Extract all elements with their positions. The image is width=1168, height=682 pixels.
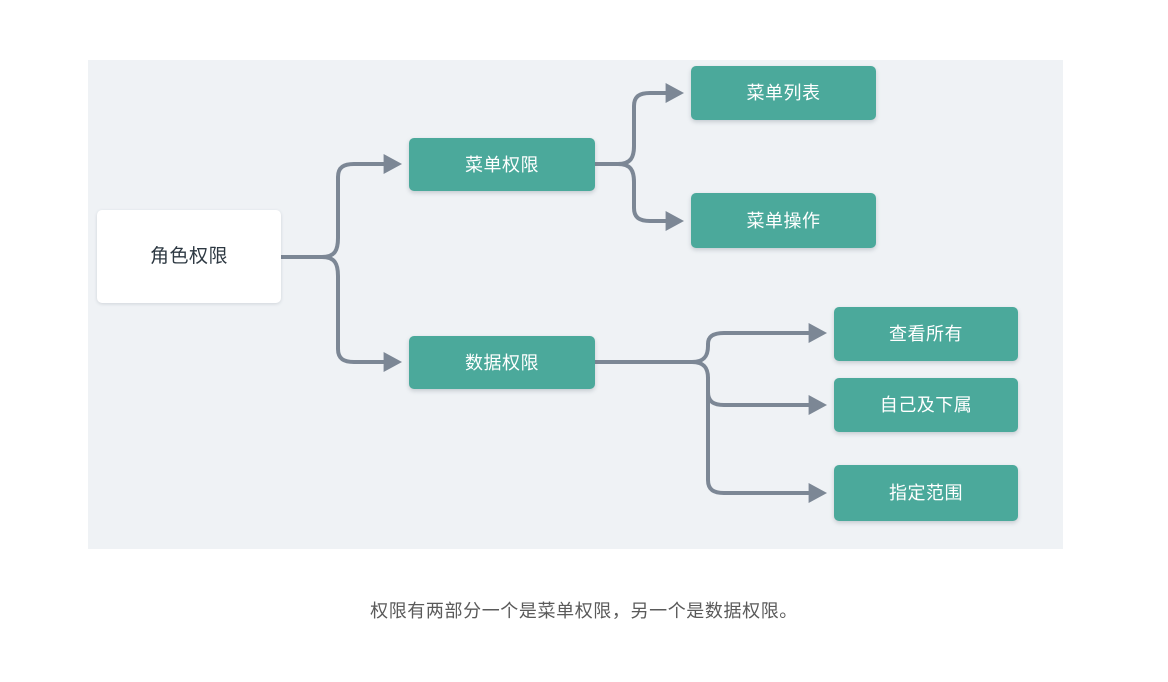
node-label: 菜单权限 bbox=[465, 154, 539, 175]
node-label: 自己及下属 bbox=[879, 395, 973, 415]
node-label: 指定范围 bbox=[889, 483, 963, 503]
edge-menu-permission-to-menu-operation bbox=[616, 162, 684, 231]
node-label: 菜单操作 bbox=[746, 210, 821, 231]
node-menu-operation[interactable]: 菜单操作 bbox=[691, 193, 876, 248]
figure-caption: 权限有两部分一个是菜单权限，另一个是数据权限。 bbox=[370, 601, 798, 621]
node-specified-scope[interactable]: 指定范围 bbox=[834, 465, 1018, 521]
diagram-connectors bbox=[279, 83, 827, 503]
edge-root-to-data-permission bbox=[320, 255, 402, 372]
node-data-permission[interactable]: 数据权限 bbox=[409, 336, 595, 389]
node-menu-permission[interactable]: 菜单权限 bbox=[409, 138, 595, 191]
node-label: 数据权限 bbox=[465, 352, 539, 373]
edge-menu-permission-to-menu-list bbox=[616, 83, 684, 166]
edge-data-permission-to-view-all bbox=[690, 323, 827, 364]
node-view-all[interactable]: 查看所有 bbox=[834, 307, 1018, 361]
node-self-and-subordinates[interactable]: 自己及下属 bbox=[834, 378, 1018, 432]
node-menu-list[interactable]: 菜单列表 bbox=[691, 66, 876, 120]
node-label: 查看所有 bbox=[889, 324, 963, 344]
node-role-permission[interactable]: 角色权限 bbox=[97, 210, 281, 303]
edge-data-permission-to-specified-scope bbox=[706, 376, 827, 503]
edge-data-permission-to-self-and-subordinates bbox=[690, 360, 827, 415]
node-label: 菜单列表 bbox=[746, 83, 821, 103]
node-label: 角色权限 bbox=[149, 246, 228, 267]
edge-root-to-menu-permission bbox=[320, 154, 402, 259]
diagram-panel: 角色权限 菜单权限 数据权限 菜单列表 菜单操作 查看所有 自己及下属 指定范围 bbox=[88, 60, 1063, 549]
